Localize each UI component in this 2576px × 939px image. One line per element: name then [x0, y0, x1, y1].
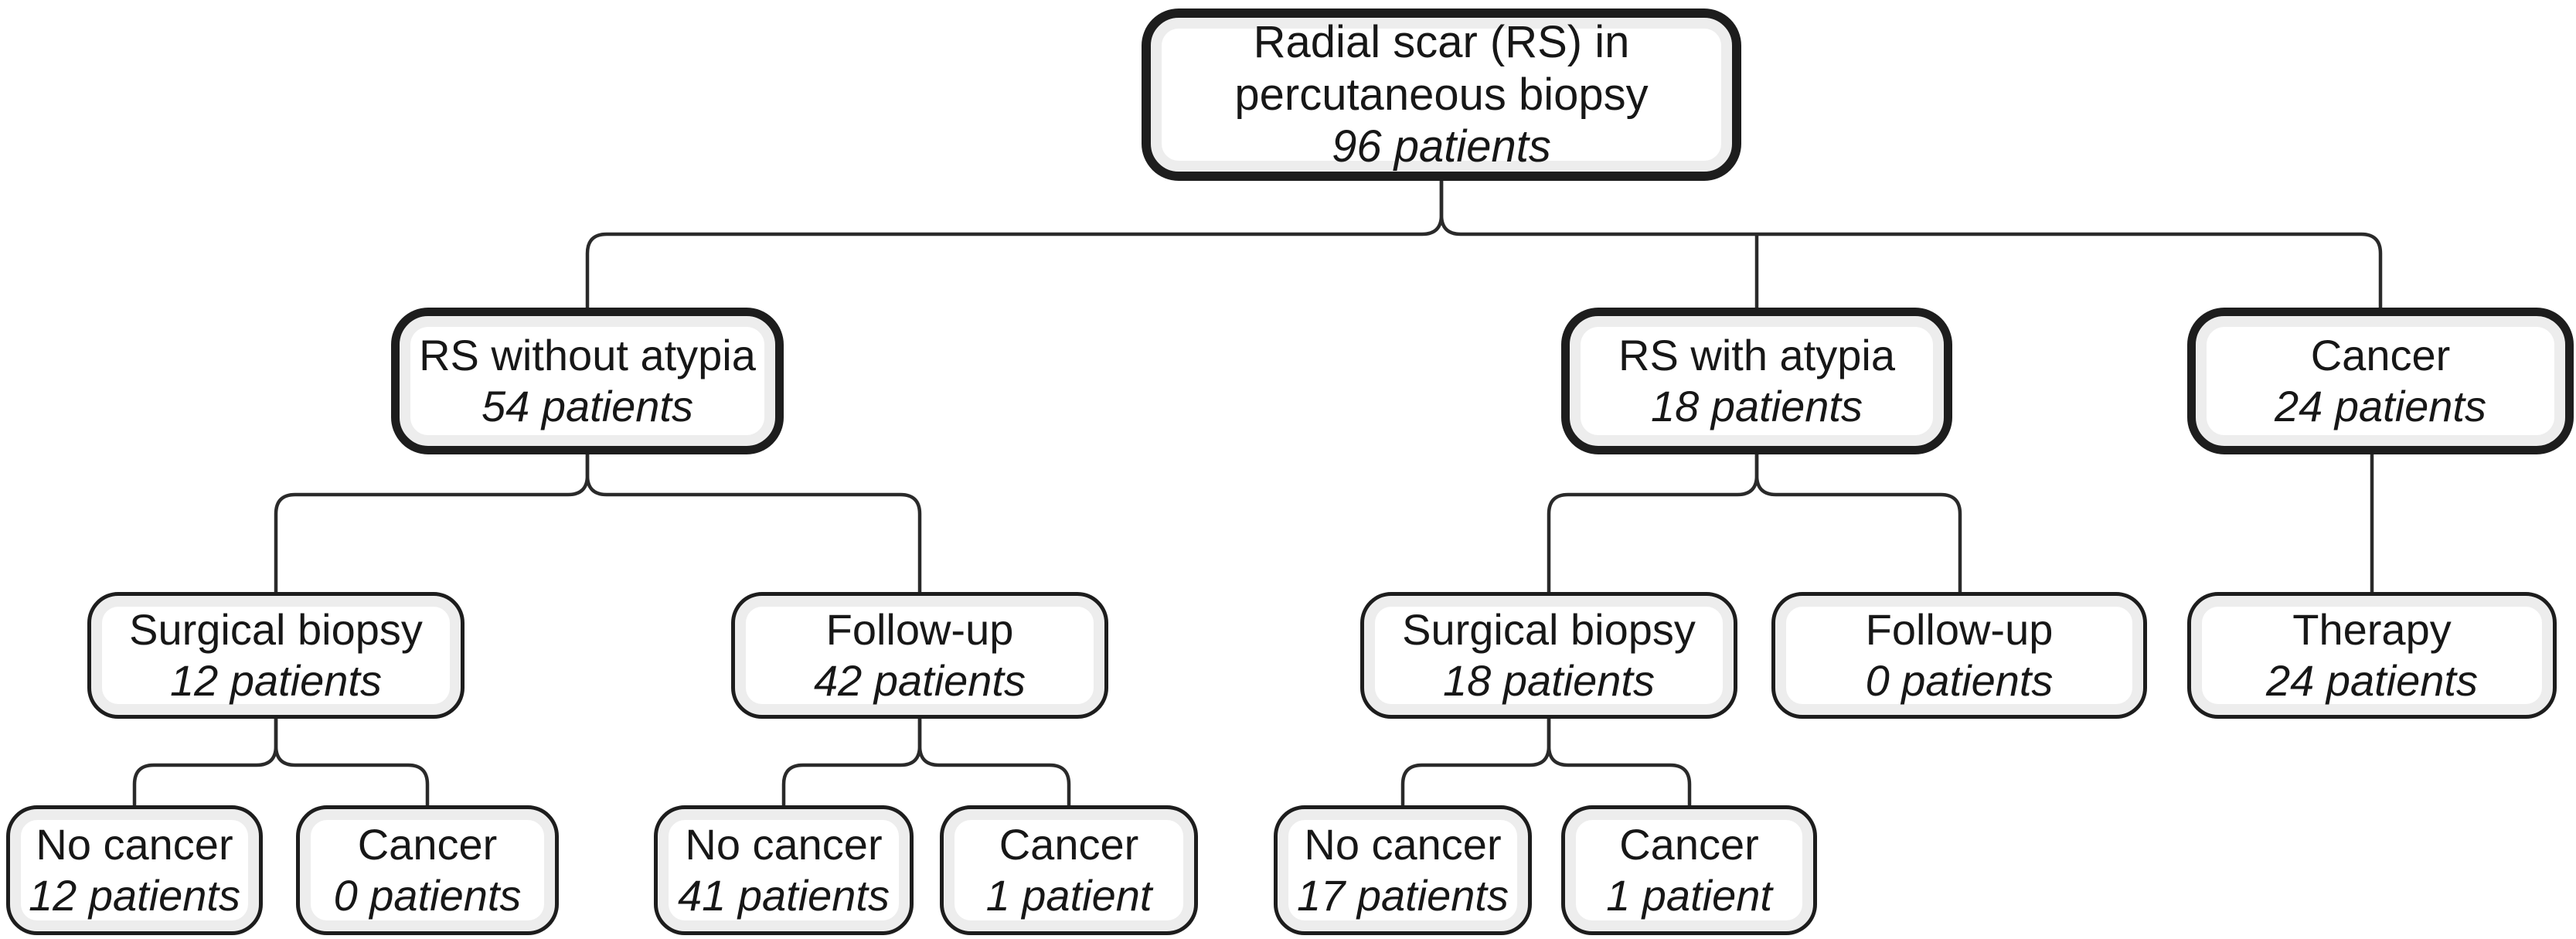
node-patient-count: 0 patients	[1865, 656, 2054, 705]
node-label: Cancer	[1619, 820, 1759, 869]
edge-to-surgical-biopsy-1	[274, 454, 590, 592]
edge-root-to-cancer	[1439, 181, 2383, 308]
node-patient-count: 12 patients	[29, 871, 240, 920]
node-sb1-no-cancer: No cancer 12 patients	[6, 805, 263, 935]
node-label: Therapy	[2292, 605, 2452, 655]
node-label: No cancer	[1304, 820, 1502, 869]
node-follow-up-no-atypia: Follow-up 42 patients	[731, 592, 1108, 719]
node-sb2-no-cancer: No cancer 17 patients	[1274, 805, 1532, 935]
node-therapy: Therapy 24 patients	[2187, 592, 2557, 719]
edge-to-sb1-cancer	[274, 719, 430, 805]
node-label: Surgical biopsy	[1402, 605, 1696, 655]
node-label: RS with atypia	[1618, 331, 1895, 380]
node-label: RS without atypia	[419, 331, 756, 380]
node-patient-count: 0 patients	[333, 871, 522, 920]
node-patient-count: 24 patients	[2266, 656, 2478, 705]
edge-to-follow-up-2	[1754, 454, 1962, 592]
node-patient-count: 12 patients	[170, 656, 382, 705]
edge-to-fu1-no-cancer	[781, 719, 922, 805]
node-label: Cancer	[357, 820, 498, 869]
edge-to-sb1-no-cancer	[132, 719, 278, 805]
node-surgical-biopsy-atypia: Surgical biopsy 18 patients	[1360, 592, 1737, 719]
node-patient-count: 96 patients	[1332, 121, 1551, 172]
node-follow-up-atypia: Follow-up 0 patients	[1771, 592, 2147, 719]
node-label: Cancer	[999, 820, 1139, 869]
node-label: Surgical biopsy	[129, 605, 423, 655]
node-fu1-cancer: Cancer 1 patient	[940, 805, 1198, 935]
node-radial-scar-root: Radial scar (RS) in percutaneous biopsy …	[1142, 9, 1741, 181]
node-patient-count: 18 patients	[1443, 656, 1655, 705]
node-label: Radial scar (RS) in percutaneous biopsy	[1234, 16, 1649, 120]
node-patient-count: 24 patients	[2275, 382, 2486, 430]
node-patient-count: 54 patients	[482, 382, 693, 430]
edge-to-sb2-cancer	[1547, 719, 1692, 805]
node-fu1-no-cancer: No cancer 41 patients	[654, 805, 914, 935]
edge-to-sb2-no-cancer	[1400, 719, 1551, 805]
node-patient-count: 41 patients	[678, 871, 890, 920]
edge-to-surgical-biopsy-2	[1547, 454, 1759, 592]
node-patient-count: 18 patients	[1651, 382, 1863, 430]
node-sb2-cancer: Cancer 1 patient	[1561, 805, 1817, 935]
node-patient-count: 42 patients	[814, 656, 1026, 705]
node-patient-count: 1 patient	[1606, 871, 1772, 920]
edge-to-fu1-cancer	[917, 719, 1071, 805]
node-sb1-cancer: Cancer 0 patients	[296, 805, 559, 935]
node-rs-with-atypia: RS with atypia 18 patients	[1561, 308, 1952, 454]
edge-root-to-rs-without-atypia	[585, 181, 1444, 308]
edge-to-follow-up-1	[585, 454, 922, 592]
node-patient-count: 17 patients	[1297, 871, 1509, 920]
node-rs-without-atypia: RS without atypia 54 patients	[391, 308, 784, 454]
node-label: Follow-up	[825, 605, 1014, 655]
node-cancer: Cancer 24 patients	[2187, 308, 2574, 454]
node-patient-count: 1 patient	[985, 871, 1152, 920]
node-label: No cancer	[36, 820, 233, 869]
node-label: No cancer	[685, 820, 883, 869]
node-label: Cancer	[2310, 331, 2451, 380]
node-surgical-biopsy-no-atypia: Surgical biopsy 12 patients	[87, 592, 464, 719]
node-label: Follow-up	[1865, 605, 2054, 655]
